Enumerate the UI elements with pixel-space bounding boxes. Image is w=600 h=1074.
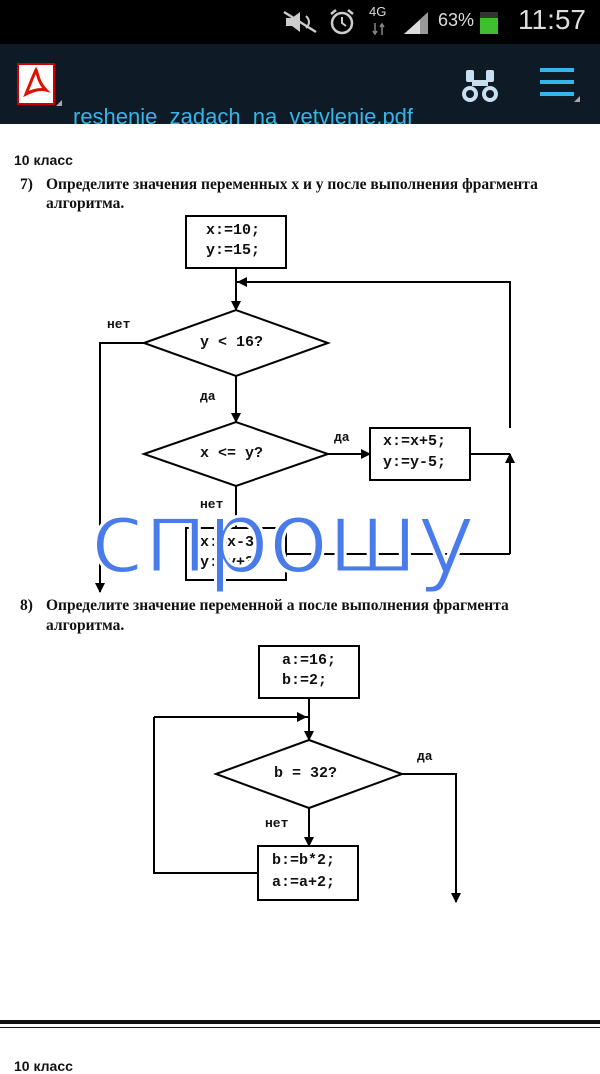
fc7-init-line2: y:=15; [206,242,261,259]
fc7-label-no-2: нет [200,497,224,512]
fc7-init-line1: x:=10; [206,222,261,239]
fc8-init-line2: b:=2; [282,672,328,689]
fc7-no-line2: y:=y+3 [200,554,255,571]
fc8-label-yes: да [417,749,433,764]
clock: 11:57 [518,4,586,35]
task8-number: 8) [20,597,33,614]
signal-icon [404,12,428,34]
fc7-cond2-text: x <= y? [200,445,264,462]
task7-number: 7) [20,176,33,193]
page-separator-thin [0,1027,600,1028]
fc8-init-line1: a:=16; [282,652,337,669]
pdf-file-icon [17,63,62,106]
task7-text-line2: алгоритма. [46,195,125,212]
fc7-yes-line2: y:=y-5; [383,454,447,471]
fc7-label-yes-2: да [334,430,350,445]
fc8-action-line2: a:=a+2; [272,874,336,891]
app-bar: reshenie_zadach_na_vetvlenie.pdf [0,44,600,129]
network-type: 4G [369,4,387,19]
data-arrows-icon [372,22,385,36]
fc7-label-yes-1: да [200,389,216,404]
page-separator [0,1020,600,1024]
pdf-page[interactable]: 10 класс 7) Определите значения переменн… [0,124,600,1074]
fc7-yes-line1: x:=x+5; [383,433,447,450]
battery-icon [480,12,498,34]
binoculars-icon[interactable] [460,66,500,106]
fc8-label-no: нет [265,816,289,831]
fc7-no-line1: x:=x-3 [200,534,255,551]
page-header: 10 класс [14,152,73,168]
fc7-cond1 [141,308,331,378]
fc7-label-no-1: нет [107,317,131,332]
mute-icon [283,10,317,34]
task8-text-line2: алгоритма. [46,617,125,634]
task8-text-line1: Определите значение переменной a после в… [46,597,509,614]
flowcharts [95,215,515,903]
menu-icon[interactable] [538,66,582,106]
handwritten-overlay-text: спрошу [89,478,478,598]
task7-text-line1: Определите значения переменных x и y пос… [46,176,538,193]
alarm-icon [330,9,354,35]
fc7-cond1-text: y < 16? [200,334,264,351]
status-bar: 4G 63% 11:57 [0,0,600,44]
fc8-action-line1: b:=b*2; [272,852,336,869]
battery-percent: 63% [438,10,475,30]
next-page-header: 10 класс [14,1058,73,1074]
fc8-cond-text: b = 32? [274,765,338,782]
